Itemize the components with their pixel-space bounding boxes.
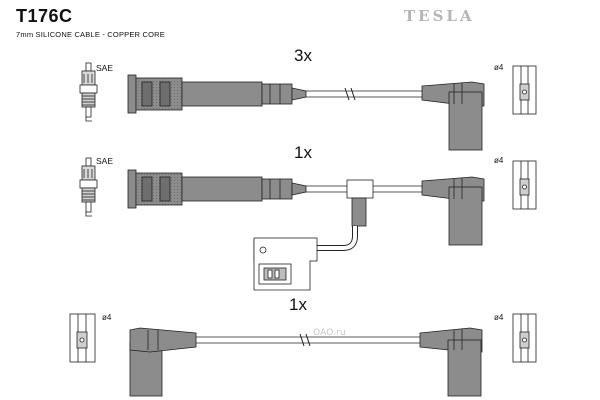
quantity-label: 1x xyxy=(294,143,312,162)
plug-boot-straight xyxy=(127,169,307,209)
connector-icon xyxy=(253,237,318,291)
coil-boot-angled xyxy=(129,327,197,397)
suppressor-junction xyxy=(317,179,374,251)
cable xyxy=(306,185,422,193)
plug-boot-straight xyxy=(127,74,307,114)
quantity-label: 3x xyxy=(294,46,312,65)
row-3-cable-assembly xyxy=(69,313,537,397)
terminal-end-icon xyxy=(69,313,96,363)
row-2-cable-assembly xyxy=(79,157,537,291)
cable xyxy=(196,333,420,347)
cable xyxy=(306,87,422,101)
brand-logo: TESLA xyxy=(404,7,475,25)
diameter-label: ø4 xyxy=(494,313,504,322)
coil-boot-angled xyxy=(421,176,485,246)
spark-plug-icon xyxy=(79,62,98,122)
terminal-end-icon xyxy=(512,65,537,115)
plug-type-label: SAE xyxy=(96,156,114,166)
diameter-label: ø4 xyxy=(494,63,504,72)
coil-boot-angled xyxy=(419,327,483,397)
terminal-end-icon xyxy=(512,160,537,210)
part-number-title: T176C xyxy=(16,6,73,26)
quantity-label: 1x xyxy=(289,295,307,314)
terminal-end-icon xyxy=(512,313,537,363)
watermark: ОАО.ru xyxy=(313,328,346,338)
diameter-label: ø4 xyxy=(494,156,504,165)
cable-spec-text: 7mm SILICONE CABLE - COPPER CORE xyxy=(16,30,165,39)
coil-boot-angled xyxy=(421,81,485,151)
plug-type-label: SAE xyxy=(96,63,114,73)
diameter-label: ø4 xyxy=(102,313,112,322)
row-1-cable-assembly xyxy=(79,62,537,151)
spark-plug-icon xyxy=(79,157,98,217)
